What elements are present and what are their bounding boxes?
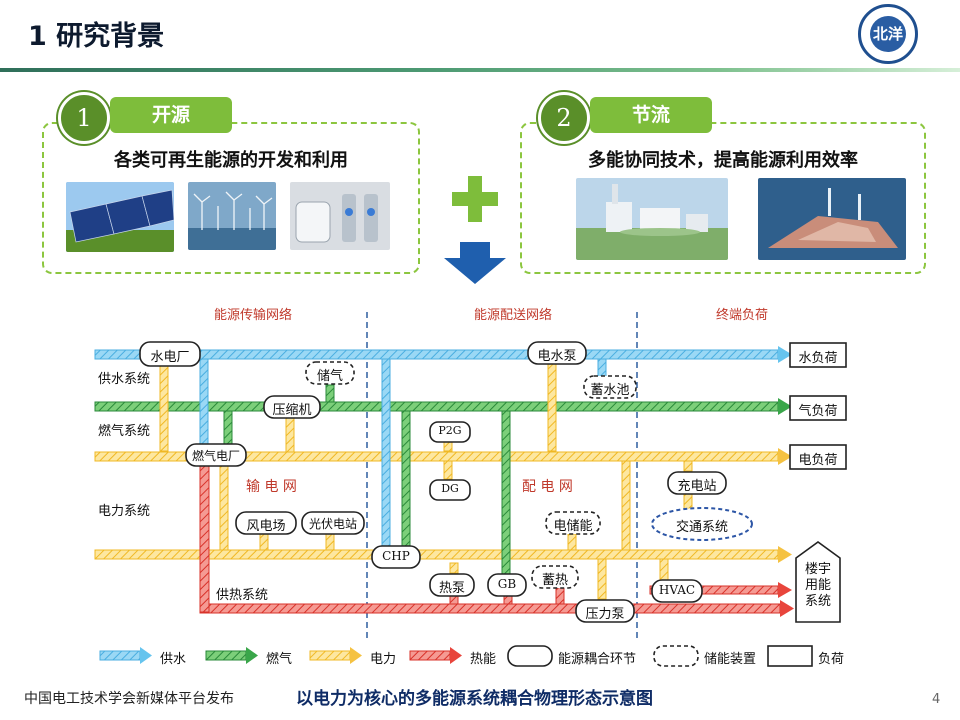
text-heat-storage: 蓄热 [541, 573, 568, 588]
node-traffic-system [651, 507, 753, 541]
panel-save-energy [520, 122, 926, 274]
text-pressure-pump: 压力泵 [585, 607, 625, 622]
node-dg [429, 479, 471, 501]
panel-2-subtitle: 多能协同技术，提高能源利用效率 [588, 150, 858, 171]
panel-2-number: 2 [538, 92, 590, 144]
node-heat-storage [531, 565, 579, 589]
section-distribution: 能源配送网络 [474, 308, 553, 323]
load-power [789, 444, 847, 470]
node-pv-station [301, 511, 365, 535]
text-traffic: 交通系统 [675, 520, 728, 535]
label-gas-system: 燃气系统 [98, 424, 151, 439]
text-gb: GB [497, 577, 517, 591]
panel-2-tag: 节流 [590, 97, 712, 133]
text-hvac: HVAC [658, 583, 696, 597]
text-elec-storage: 电储能 [553, 519, 593, 534]
legend [99, 645, 813, 667]
text-heat-pump: 热泵 [438, 581, 465, 596]
panel-1-tag: 开源 [110, 97, 232, 133]
text-water-pump: 电水泵 [537, 349, 577, 364]
solar-panel-photo [66, 182, 174, 252]
legend-coupling: 能源耦合环节 [558, 652, 637, 667]
text-chp: CHP [382, 549, 410, 563]
node-hvac [651, 579, 703, 603]
plus-icon [452, 176, 498, 226]
text-wind: 风电场 [246, 519, 286, 534]
text-load-water: 水负荷 [798, 351, 838, 366]
node-heat-pump [429, 573, 475, 597]
text-gas-plant: 燃气电厂 [191, 449, 240, 463]
text-load-gas: 气负荷 [798, 404, 838, 419]
node-elec-storage [545, 511, 601, 535]
text-dg: DG [441, 482, 459, 495]
label-water-system: 供水系统 [98, 372, 151, 387]
legend-power: 电力 [370, 652, 397, 667]
footer-publisher: 中国电工技术学会新媒体平台发布 [24, 691, 234, 707]
text-pv: 光伏电站 [308, 517, 357, 531]
node-gb [487, 573, 527, 597]
section-transmission: 能源传输网络 [214, 308, 293, 323]
energy-island-photo [758, 178, 906, 260]
node-charging-station [667, 471, 727, 495]
figure-caption: 以电力为核心的多能源系统耦合物理形态示意图 [296, 689, 653, 709]
power-bus-lower [94, 549, 779, 560]
text-compressor: 压缩机 [272, 403, 312, 418]
node-compressor [263, 395, 321, 419]
legend-heat: 热能 [470, 652, 497, 667]
node-chp [371, 545, 421, 569]
down-arrow-icon [444, 242, 506, 288]
panel-1-subtitle: 各类可再生能源的开发和利用 [114, 150, 348, 171]
node-reservoir [583, 375, 637, 399]
panel-1-number: 1 [58, 92, 110, 144]
gas-bus [94, 401, 779, 412]
label-power-system: 电力系统 [98, 504, 151, 519]
text-load-power: 电负荷 [798, 453, 838, 468]
load-building [795, 541, 841, 623]
power-plant-photo [576, 178, 728, 260]
legend-gas: 燃气 [266, 652, 293, 667]
text-reservoir: 蓄水池 [590, 383, 630, 398]
title-underline [0, 68, 960, 72]
heat-bus [199, 603, 781, 614]
text-gas-storage: 储气 [316, 369, 343, 384]
text-charging: 充电站 [677, 479, 717, 494]
page-number: 4 [932, 692, 941, 707]
section-terminal-load: 终端负荷 [716, 308, 769, 323]
node-gas-plant [185, 443, 247, 467]
heat-riser [199, 461, 210, 613]
node-pressure-pump [575, 599, 635, 623]
logo-mark: 北洋 [870, 16, 906, 52]
text-p2g: P2G [438, 424, 462, 437]
load-gas [789, 395, 847, 421]
page-title: 1 研究背景 [28, 21, 165, 52]
load-water [789, 342, 847, 368]
node-gas-storage [305, 361, 355, 385]
label-distribution-grid: 配 电 网 [522, 479, 573, 495]
university-logo: 北洋 [858, 4, 918, 64]
node-p2g [429, 421, 471, 443]
text-hydro: 水电厂 [150, 350, 190, 365]
legend-storage: 储能装置 [704, 652, 757, 667]
legend-load: 负荷 [818, 652, 845, 667]
wind-farm-photo [188, 182, 276, 250]
text-building: 楼宇 用能 系统 [804, 562, 831, 609]
node-hydro-plant [139, 341, 201, 367]
label-transmission-grid: 输 电 网 [246, 479, 297, 495]
ev-charging-photo [290, 182, 390, 250]
legend-water: 供水 [160, 652, 187, 667]
node-water-pump [527, 341, 587, 365]
label-heat-system: 供热系统 [216, 588, 269, 603]
node-wind-farm [235, 511, 297, 535]
